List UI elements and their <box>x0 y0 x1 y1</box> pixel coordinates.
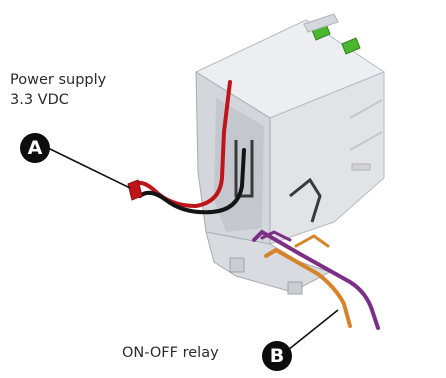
wire-purple <box>260 230 292 242</box>
power-supply-label: Power supply <box>10 72 107 88</box>
wire-purple <box>252 229 380 330</box>
base-foot <box>287 281 303 295</box>
wire-orange <box>264 247 352 328</box>
housing-slot <box>351 163 371 171</box>
internal-bracket <box>289 177 322 223</box>
internal-bracket <box>234 140 254 198</box>
callout-b-badge: B <box>262 341 292 371</box>
wire-orange <box>294 234 330 248</box>
base-plate <box>205 231 332 293</box>
green-clip-housing <box>303 13 339 33</box>
relay-label: ON-OFF relay <box>122 345 219 361</box>
housing-inner-shadow <box>214 98 264 232</box>
housing-groove <box>349 99 383 119</box>
callout-a-badge: A <box>20 133 50 163</box>
callout-a-leader <box>47 147 131 189</box>
wire-red <box>130 80 232 209</box>
callout-b-leader <box>287 309 339 351</box>
housing-groove <box>349 131 383 151</box>
power-supply-voltage-label: 3.3 VDC <box>10 92 69 108</box>
base-foot <box>229 257 245 273</box>
wire-end <box>127 179 143 201</box>
green-clip <box>341 37 361 55</box>
wire-black <box>138 148 246 215</box>
